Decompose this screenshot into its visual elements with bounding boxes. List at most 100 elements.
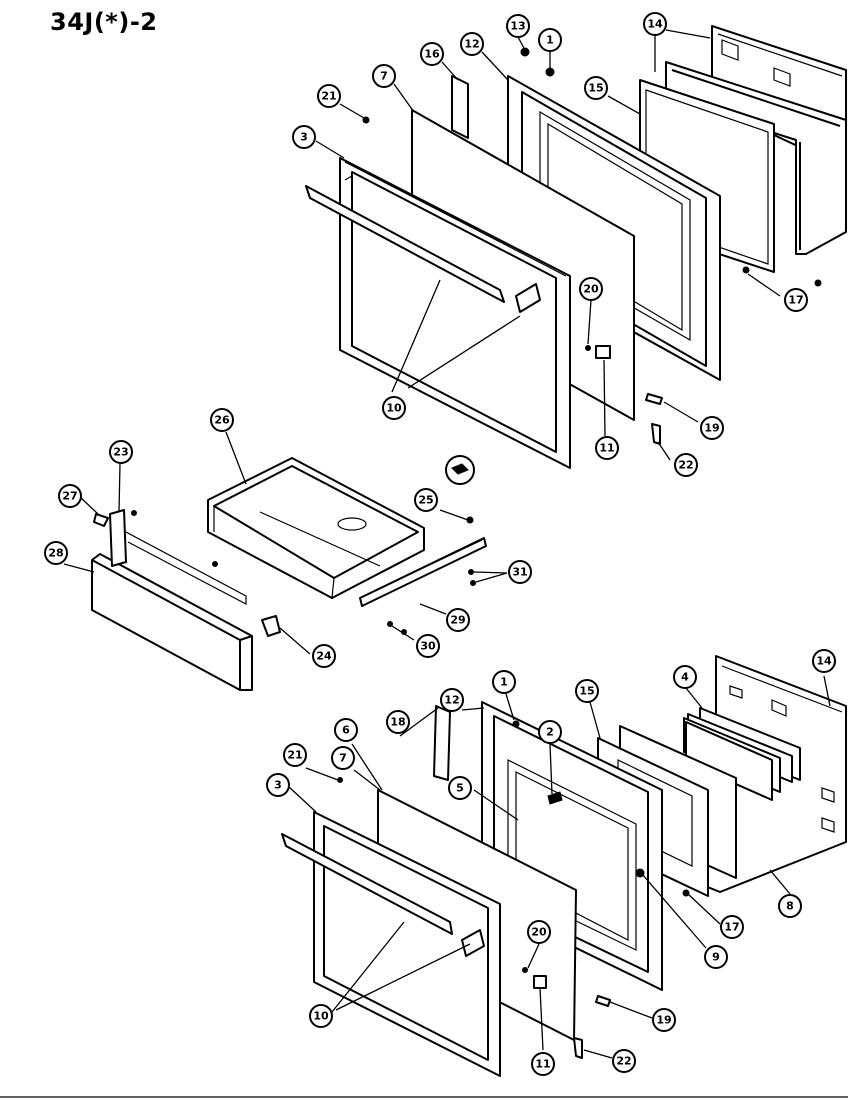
callout-22-lower: 22 <box>612 1049 636 1073</box>
callout-8: 8 <box>778 894 802 918</box>
callout-21-upper: 21 <box>317 84 341 108</box>
upper-handle-bracket <box>515 283 541 313</box>
diagram-title: 34J(*)-2 <box>50 8 158 36</box>
callout-19-lower-label: 19 <box>656 1014 671 1027</box>
callout-20-upper: 20 <box>579 277 603 301</box>
callout-3-lower-label: 3 <box>274 779 282 792</box>
callout-12-upper-label: 12 <box>464 38 479 51</box>
callout-19-lower: 19 <box>652 1008 676 1032</box>
upper-door-assembly <box>305 25 847 469</box>
callout-11-lower-label: 11 <box>535 1058 550 1071</box>
lower-door-side-strip <box>433 705 451 781</box>
callout-15-lower: 15 <box>575 679 599 703</box>
callout-10-upper: 10 <box>382 396 406 420</box>
callout-13-label: 13 <box>510 20 525 33</box>
callout-19-upper-label: 19 <box>704 422 719 435</box>
drawer-center-cutout <box>337 517 367 531</box>
lower-handle-bracket <box>461 929 485 957</box>
callout-27-label: 27 <box>62 490 77 503</box>
callout-20-lower-label: 20 <box>531 926 547 939</box>
callout-26-label: 26 <box>214 414 230 427</box>
callout-3-upper: 3 <box>292 125 316 149</box>
callout-14-lower-label: 14 <box>816 655 832 668</box>
callout-3-upper-label: 3 <box>300 131 308 144</box>
callout-6-label: 6 <box>342 724 350 737</box>
callout-28-label: 28 <box>48 547 63 560</box>
callout-21-lower: 21 <box>283 743 307 767</box>
callout-25: 25 <box>414 488 438 512</box>
callout-31-label: 31 <box>512 566 527 579</box>
drawer-hinge-bracket <box>109 509 127 567</box>
callout-14-upper-label: 14 <box>647 18 663 31</box>
callout-27: 27 <box>58 484 82 508</box>
callout-5-label: 5 <box>456 782 464 795</box>
lower-door-assembly <box>281 655 847 1077</box>
upper-door-handle <box>305 185 505 303</box>
callout-10-lower: 10 <box>309 1004 333 1028</box>
callout-8-label: 8 <box>786 900 794 913</box>
drawer-stop <box>261 615 281 637</box>
callout-11-lower: 11 <box>531 1052 555 1076</box>
drawer-front-panel <box>91 553 253 691</box>
callout-14-upper: 14 <box>643 12 667 36</box>
callout-22-upper-label: 22 <box>678 459 693 472</box>
upper-door-side-strip <box>451 75 469 139</box>
callout-25-label: 25 <box>418 494 433 507</box>
callout-6: 6 <box>334 718 358 742</box>
callout-17-lower-label: 17 <box>724 921 739 934</box>
callout-20-lower: 20 <box>527 920 551 944</box>
callout-4-label: 4 <box>681 671 689 684</box>
callout-31: 31 <box>508 560 532 584</box>
callout-7-lower-label: 7 <box>339 752 347 765</box>
callout-15-upper: 15 <box>584 76 608 100</box>
drawer-clip <box>93 513 109 527</box>
drawer-assembly <box>91 455 487 691</box>
callout-24: 24 <box>312 644 336 668</box>
upper-door-clip <box>645 393 663 405</box>
callout-12-lower: 12 <box>440 688 464 712</box>
callout-17-upper-label: 17 <box>788 294 803 307</box>
lower-door-handle <box>281 833 453 935</box>
callout-14-lower: 14 <box>812 649 836 673</box>
callout-22-lower-label: 22 <box>616 1055 631 1068</box>
leader-lines <box>63 29 831 1059</box>
callout-1-lower: 1 <box>492 670 516 694</box>
callout-2-label: 2 <box>546 726 554 739</box>
callout-29: 29 <box>446 608 470 632</box>
callout-28: 28 <box>44 541 68 565</box>
callout-12-lower-label: 12 <box>444 694 459 707</box>
callout-18-lower: 18 <box>386 710 410 734</box>
callout-16-label: 16 <box>424 48 440 61</box>
callout-4: 4 <box>673 665 697 689</box>
lower-door-label-plate <box>533 975 547 989</box>
callout-22-upper: 22 <box>674 453 698 477</box>
callout-16: 16 <box>420 42 444 66</box>
callout-23: 23 <box>109 440 133 464</box>
callout-18-lower-label: 18 <box>390 716 405 729</box>
callout-21-lower-label: 21 <box>287 749 302 762</box>
drawer-body <box>207 457 425 599</box>
callout-24-label: 24 <box>316 650 332 663</box>
drawer-slide-rail <box>359 537 487 607</box>
callout-7-upper-label: 7 <box>380 70 388 83</box>
callout-23-label: 23 <box>113 446 128 459</box>
callout-1-upper-label: 1 <box>546 34 554 47</box>
lower-door-clip <box>595 995 611 1007</box>
callout-30-label: 30 <box>420 640 436 653</box>
callout-2: 2 <box>538 720 562 744</box>
callout-10-upper-label: 10 <box>386 402 402 415</box>
callout-17-lower: 17 <box>720 915 744 939</box>
callout-3-lower: 3 <box>266 773 290 797</box>
callout-29-label: 29 <box>450 614 465 627</box>
callout-5: 5 <box>448 776 472 800</box>
callout-7-lower: 7 <box>331 746 355 770</box>
upper-door-label-plate <box>595 345 611 359</box>
callout-11-upper-label: 11 <box>599 442 614 455</box>
callout-1-lower-label: 1 <box>500 676 508 689</box>
callout-30: 30 <box>416 634 440 658</box>
callout-17-upper: 17 <box>784 288 808 312</box>
callout-10-lower-label: 10 <box>313 1010 329 1023</box>
callout-9-label: 9 <box>712 951 720 964</box>
callout-21-upper-label: 21 <box>321 90 336 103</box>
